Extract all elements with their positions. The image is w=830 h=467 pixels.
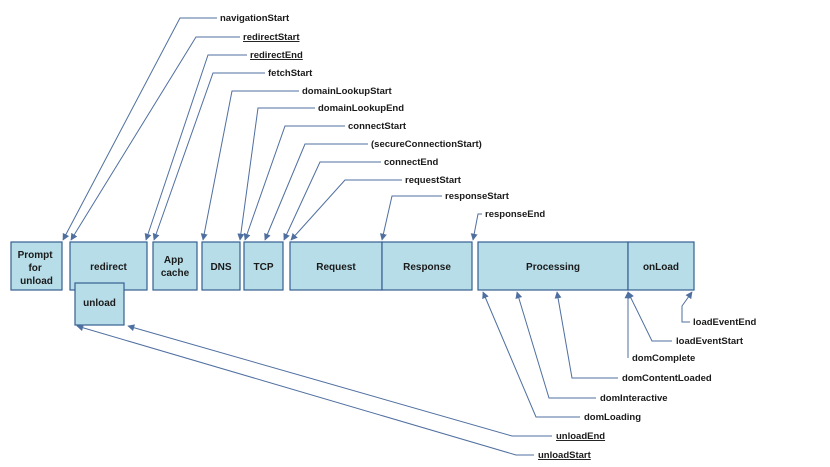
label-connectEnd: connectEnd	[384, 157, 439, 168]
processing-box-label: Processing	[526, 262, 580, 273]
bottom-arrows	[76, 291, 693, 456]
redirect-box	[69, 241, 148, 291]
arrow-redirectEnd	[144, 54, 247, 241]
label-requestStart: requestStart	[405, 175, 462, 186]
label-domContentLoaded: domContentLoaded	[622, 373, 712, 384]
request-box-label: Request	[316, 262, 356, 273]
unload-box-label: unload	[83, 298, 116, 309]
top-arrows	[62, 17, 482, 241]
label-redirectEnd: redirectEnd	[250, 50, 303, 61]
label-domainLookupEnd: domainLookupEnd	[318, 103, 404, 114]
appcache-box	[152, 241, 198, 291]
label-loadEventStart: loadEventStart	[676, 336, 744, 347]
arrow-redirectStart	[70, 36, 240, 241]
label-unloadEnd: unloadEnd	[556, 431, 605, 442]
label-secureConnectionStart: (secureConnectionStart)	[371, 139, 482, 150]
event-labels: navigationStart redirectStart redirectEn…	[220, 13, 757, 461]
label-responseEnd: responseEnd	[485, 209, 545, 220]
dns-box-label: DNS	[210, 262, 231, 273]
processing-box	[477, 241, 629, 291]
response-box	[381, 241, 473, 291]
arrow-loadEventEnd	[681, 291, 693, 323]
tcp-box	[243, 241, 284, 291]
label-domComplete: domComplete	[632, 353, 695, 364]
onload-box-label: onLoad	[643, 262, 679, 273]
unload-box	[74, 282, 125, 326]
label-domInteractive: domInteractive	[600, 393, 668, 404]
request-box	[289, 241, 383, 291]
prompt-box	[10, 241, 63, 291]
phase-boxes: Prompt for unload redirect App cache DNS…	[10, 241, 695, 326]
arrow-fetchStart	[152, 72, 265, 241]
arrow-domLoading	[482, 291, 580, 418]
arrow-secureConnectionStart	[264, 143, 368, 241]
arrow-domContentLoaded	[554, 291, 618, 379]
arrow-responseEnd	[470, 213, 482, 241]
arrow-connectEnd	[283, 161, 381, 241]
arrow-unloadStart	[76, 324, 534, 456]
label-fetchStart: fetchStart	[268, 68, 313, 79]
label-navigationStart: navigationStart	[220, 13, 290, 24]
arrow-domainLookupStart	[200, 90, 299, 241]
prompt-box-label: Prompt for unload	[18, 250, 56, 287]
response-box-label: Response	[403, 262, 451, 273]
appcache-box-label: App cache	[161, 255, 190, 279]
onload-box	[627, 241, 695, 291]
arrow-connectStart	[243, 125, 345, 241]
redirect-box-label: redirect	[90, 262, 127, 273]
arrow-domainLookupEnd	[237, 107, 315, 241]
arrow-domInteractive	[515, 291, 596, 399]
label-unloadStart: unloadStart	[538, 450, 592, 461]
label-connectStart: connectStart	[348, 121, 407, 132]
arrow-loadEventStart	[627, 291, 672, 342]
arrow-navigationStart	[62, 17, 217, 241]
arrow-unloadEnd	[127, 324, 552, 437]
label-loadEventEnd: loadEventEnd	[693, 317, 757, 328]
label-domLoading: domLoading	[584, 412, 641, 423]
label-redirectStart: redirectStart	[243, 32, 300, 43]
arrow-requestStart	[290, 179, 402, 241]
arrow-responseStart	[379, 195, 442, 241]
label-responseStart: responseStart	[445, 191, 510, 202]
label-domainLookupStart: domainLookupStart	[302, 86, 393, 97]
dns-box	[201, 241, 241, 291]
tcp-box-label: TCP	[254, 262, 274, 273]
